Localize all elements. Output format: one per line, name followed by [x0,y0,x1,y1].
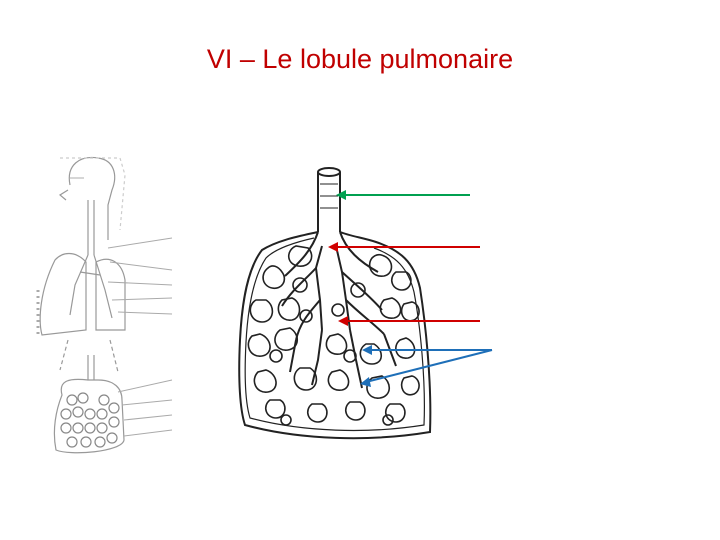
blue-arrow-lower [360,350,492,387]
lung-overview-icon [38,157,172,452]
pulmonary-lobule-icon [239,168,430,438]
green-arrow [336,190,470,200]
red-arrow-bottom [338,316,480,326]
